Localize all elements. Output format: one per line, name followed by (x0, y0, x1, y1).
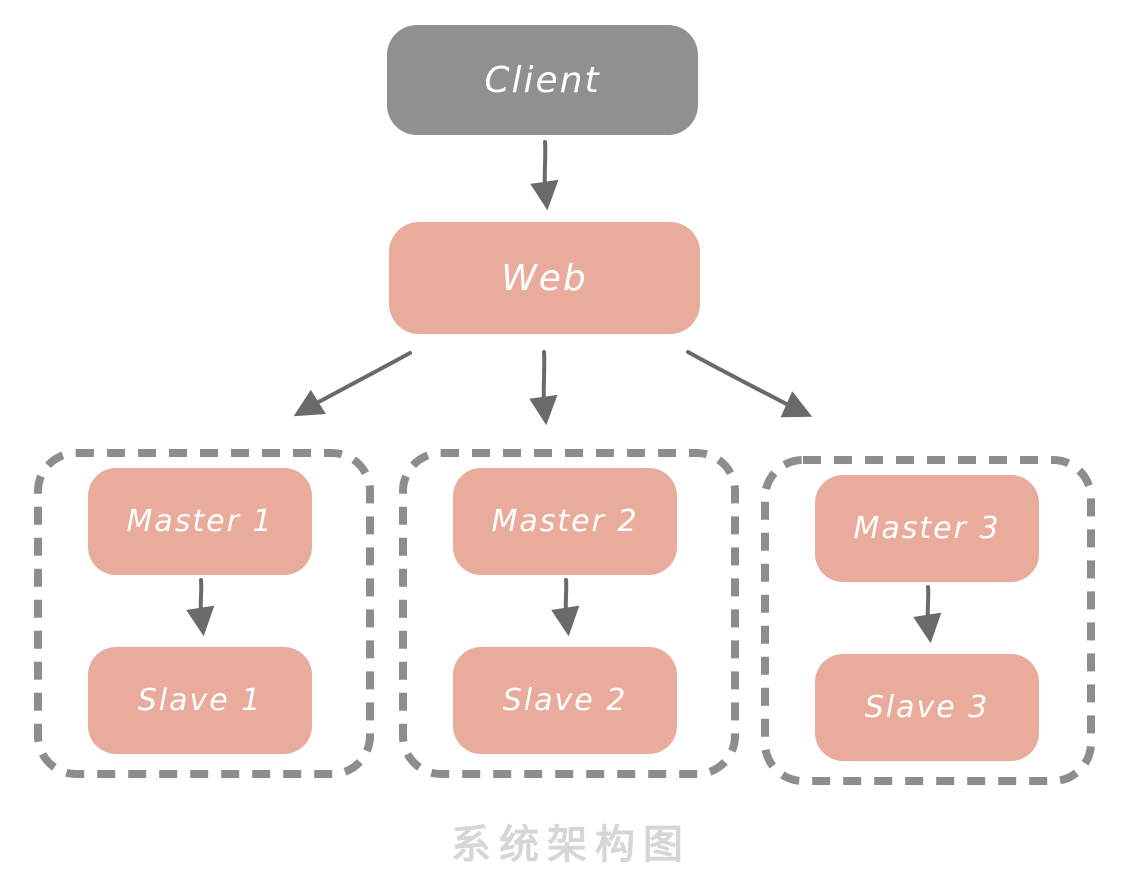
group-shard-1: Master 1 Slave 1 (33, 448, 375, 779)
node-master-1-label: Master 1 (126, 504, 274, 539)
master-1-to-slave-1-arrow (186, 578, 215, 637)
web-to-master-1-arrow (293, 351, 412, 417)
group-2-dashed-border (399, 449, 739, 778)
diagram-caption: 系统架构图 (451, 822, 691, 868)
group-1-dashed-border (34, 449, 374, 778)
node-master-3-label: Master 3 (853, 511, 1001, 546)
node-master-2: Master 2 (453, 468, 677, 575)
web-to-master-2-arrow (529, 350, 558, 426)
master-3-to-slave-3-arrow (913, 585, 942, 644)
group-3-dashed-border (761, 456, 1095, 785)
client-to-web-arrow (530, 140, 559, 211)
node-master-2-label: Master 2 (491, 504, 639, 539)
node-web-label: Web (501, 257, 588, 299)
group-shard-2: Master 2 Slave 2 (398, 448, 740, 779)
node-web: Web (389, 222, 700, 334)
group-shard-3: Master 3 Slave 3 (760, 455, 1096, 786)
node-slave-3-label: Slave 3 (864, 690, 990, 725)
node-slave-3: Slave 3 (815, 654, 1039, 761)
node-slave-1: Slave 1 (88, 647, 312, 754)
node-slave-2-label: Slave 2 (502, 683, 628, 718)
node-client-label: Client (484, 59, 601, 101)
web-to-master-3-arrow (686, 350, 813, 418)
node-client: Client (387, 25, 698, 135)
node-slave-1-label: Slave 1 (137, 683, 263, 718)
master-2-to-slave-2-arrow (551, 578, 580, 637)
node-slave-2: Slave 2 (453, 647, 677, 754)
node-master-1: Master 1 (88, 468, 312, 575)
node-master-3: Master 3 (815, 475, 1039, 582)
